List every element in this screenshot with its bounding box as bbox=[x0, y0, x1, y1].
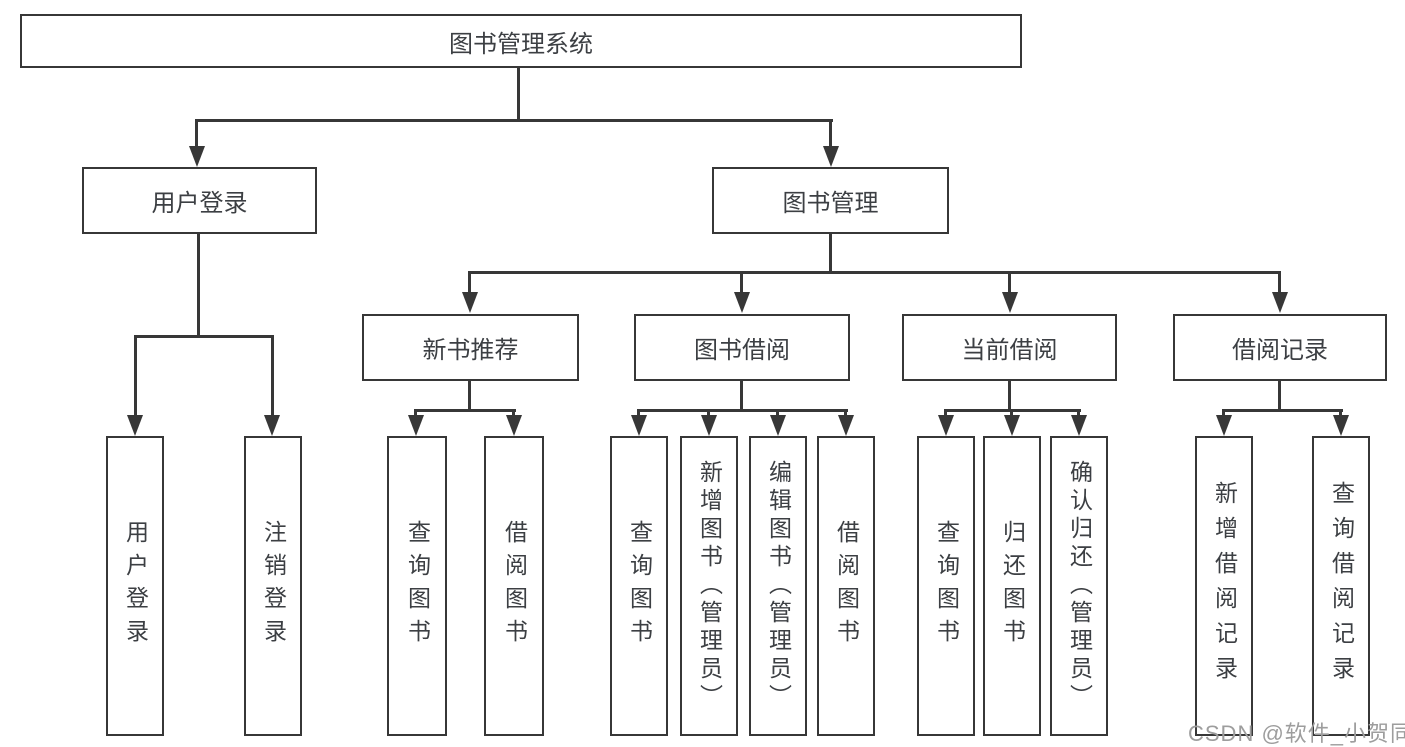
connector-line bbox=[829, 119, 832, 150]
connector-line bbox=[415, 409, 516, 412]
node-new-book-recommend: 新书推荐 bbox=[362, 314, 579, 381]
arrow-down-icon bbox=[462, 292, 478, 313]
leaf-add-book-admin-label: 新增图书（管理员） bbox=[696, 460, 723, 712]
connector-line bbox=[1010, 409, 1013, 418]
node-root-label: 图书管理系统 bbox=[449, 30, 593, 58]
arrow-down-icon bbox=[1272, 292, 1288, 313]
leaf-borrow-books-1: 借阅图书 bbox=[484, 436, 544, 736]
node-user-login-label: 用户登录 bbox=[151, 190, 248, 217]
node-new-book-recommend-label: 新书推荐 bbox=[422, 337, 519, 364]
leaf-query-books-2: 查询图书 bbox=[610, 436, 668, 736]
connector-line bbox=[271, 335, 274, 418]
connector-line bbox=[512, 409, 515, 418]
node-current-borrow-label: 当前借阅 bbox=[961, 337, 1058, 364]
arrow-down-icon bbox=[631, 415, 647, 436]
arrow-down-icon bbox=[506, 415, 522, 436]
connector-line bbox=[1008, 271, 1011, 296]
connector-line bbox=[944, 409, 947, 418]
arrow-down-icon bbox=[770, 415, 786, 436]
leaf-borrow-books-2: 借阅图书 bbox=[817, 436, 875, 736]
leaf-borrow-books-1-label: 借阅图书 bbox=[501, 520, 528, 652]
node-current-borrow: 当前借阅 bbox=[902, 314, 1117, 381]
csdn-watermark: CSDN @软件_小贺同学 bbox=[1188, 721, 1405, 746]
leaf-add-borrow-record: 新增借阅记录 bbox=[1195, 436, 1253, 736]
node-root: 图书管理系统 bbox=[20, 14, 1022, 68]
leaf-query-books-3-label: 查询图书 bbox=[933, 520, 960, 652]
node-user-login: 用户登录 bbox=[82, 167, 317, 234]
connector-line bbox=[637, 409, 640, 418]
arrow-down-icon bbox=[734, 292, 750, 313]
arrow-down-icon bbox=[701, 415, 717, 436]
connector-line bbox=[776, 409, 779, 418]
connector-line bbox=[740, 271, 743, 296]
leaf-return-book: 归还图书 bbox=[983, 436, 1041, 736]
leaf-logout-label: 注销登录 bbox=[260, 520, 287, 652]
connector-line bbox=[1222, 409, 1343, 412]
node-book-management: 图书管理 bbox=[712, 167, 949, 234]
leaf-confirm-return-admin-label: 确认归还（管理员） bbox=[1066, 460, 1093, 712]
leaf-query-books-1-label: 查询图书 bbox=[404, 520, 431, 652]
arrow-down-icon bbox=[1333, 415, 1349, 436]
connector-line bbox=[1077, 409, 1080, 418]
arrow-down-icon bbox=[127, 415, 143, 436]
connector-line bbox=[517, 66, 520, 121]
node-book-borrow: 图书借阅 bbox=[634, 314, 850, 381]
arrow-down-icon bbox=[408, 415, 424, 436]
connector-line bbox=[1222, 409, 1225, 418]
connector-line bbox=[844, 409, 847, 418]
connector-line bbox=[195, 119, 198, 150]
connector-line bbox=[637, 409, 848, 412]
leaf-edit-book-admin-label: 编辑图书（管理员） bbox=[765, 460, 792, 712]
leaf-query-books-2-label: 查询图书 bbox=[626, 520, 653, 652]
leaf-add-book-admin: 新增图书（管理员） bbox=[680, 436, 738, 736]
arrow-down-icon bbox=[1071, 415, 1087, 436]
leaf-borrow-books-2-label: 借阅图书 bbox=[833, 520, 860, 652]
leaf-query-borrow-record-label: 查询借阅记录 bbox=[1328, 481, 1355, 691]
arrow-down-icon bbox=[264, 415, 280, 436]
leaf-user-login-label: 用户登录 bbox=[122, 520, 149, 652]
arrow-down-icon bbox=[838, 415, 854, 436]
arrow-down-icon bbox=[189, 146, 205, 167]
connector-line bbox=[134, 335, 274, 338]
leaf-add-borrow-record-label: 新增借阅记录 bbox=[1211, 481, 1238, 691]
arrow-down-icon bbox=[938, 415, 954, 436]
connector-line bbox=[1008, 379, 1011, 412]
connector-line bbox=[829, 233, 832, 274]
connector-line bbox=[196, 119, 833, 122]
arrow-down-icon bbox=[1216, 415, 1232, 436]
connector-line bbox=[134, 335, 137, 418]
leaf-edit-book-admin: 编辑图书（管理员） bbox=[749, 436, 807, 736]
connector-line bbox=[707, 409, 710, 418]
leaf-confirm-return-admin: 确认归还（管理员） bbox=[1050, 436, 1108, 736]
connector-line bbox=[740, 379, 743, 412]
leaf-return-book-label: 归还图书 bbox=[999, 520, 1026, 652]
connector-line bbox=[1278, 379, 1281, 412]
leaf-user-login: 用户登录 bbox=[106, 436, 164, 736]
connector-line bbox=[468, 271, 471, 296]
leaf-query-borrow-record: 查询借阅记录 bbox=[1312, 436, 1370, 736]
connector-line bbox=[414, 409, 417, 418]
node-borrow-records-label: 借阅记录 bbox=[1232, 337, 1328, 364]
arrow-down-icon bbox=[823, 146, 839, 167]
connector-line bbox=[468, 379, 471, 412]
arrow-down-icon bbox=[1002, 292, 1018, 313]
connector-line bbox=[1278, 271, 1281, 296]
arrow-down-icon bbox=[1004, 415, 1020, 436]
node-book-borrow-label: 图书借阅 bbox=[694, 337, 790, 364]
leaf-logout: 注销登录 bbox=[244, 436, 302, 736]
connector-line bbox=[469, 271, 1281, 274]
node-book-management-label: 图书管理 bbox=[782, 190, 879, 217]
connector-line bbox=[197, 233, 200, 338]
leaf-query-books-1: 查询图书 bbox=[387, 436, 447, 736]
node-borrow-records: 借阅记录 bbox=[1173, 314, 1387, 381]
leaf-query-books-3: 查询图书 bbox=[917, 436, 975, 736]
connector-line bbox=[1339, 409, 1342, 418]
